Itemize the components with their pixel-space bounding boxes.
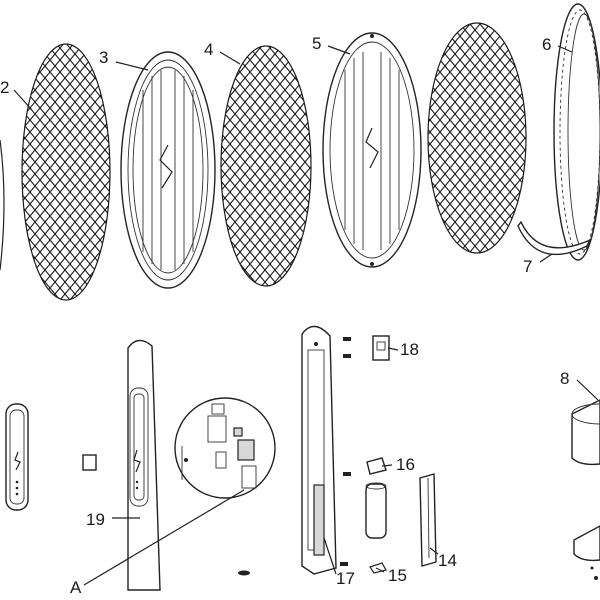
frame-3 [120,51,216,289]
callout-a: A [70,578,82,597]
callout-17: 17 [336,569,355,588]
mesh-filter-unlabeled [427,22,527,254]
control-panel [5,403,29,511]
detail-circle-a [174,397,276,499]
base-8 [571,399,600,580]
callout-19: 19 [86,510,105,529]
housing-ring-6 [553,3,600,261]
battery-cylinder [365,482,387,539]
callout-4: 4 [204,40,213,59]
leader-lines [13,45,599,586]
callout-15: 15 [388,566,407,585]
small-label-square [82,454,97,471]
callout-14: 14 [438,551,457,570]
mesh-filter-4 [220,45,312,287]
frame-5 [322,32,422,268]
callout-2: 2 [0,78,9,97]
partial-frame-edge [0,139,5,271]
clip-15 [369,562,387,574]
callout-6: 6 [542,35,551,54]
callout-8: 8 [560,369,569,388]
side-housing-17 [301,325,337,575]
callout-5: 5 [312,34,321,53]
connector-16 [366,457,387,475]
cover-plate-14 [419,473,437,567]
screws-group [340,337,351,566]
callout-18: 18 [400,340,419,359]
bracket-18 [372,335,390,361]
callout-7: 7 [523,257,532,276]
small-fastener [238,570,250,576]
arc-strip-7 [517,220,592,256]
mesh-filter-2 [21,43,111,301]
callout-3: 3 [99,48,108,67]
callout-16: 16 [396,455,415,474]
column-19 [127,339,161,591]
